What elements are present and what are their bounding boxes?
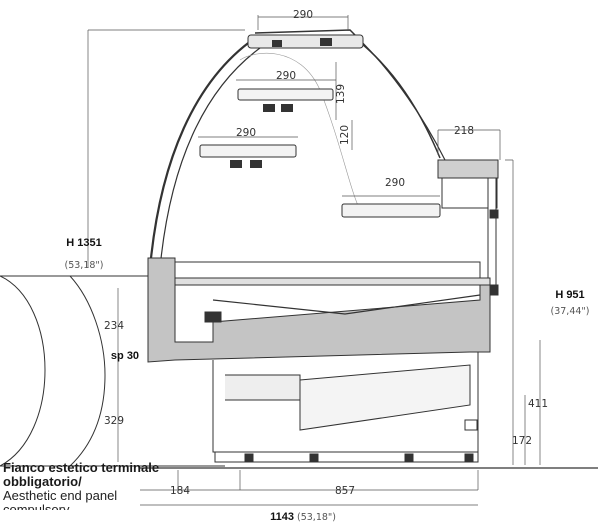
dim-overall-height: H 1351 [66,237,101,249]
dim-rear-top-width: 218 [454,125,474,137]
rear-structure [437,159,499,296]
dim-end-panel-lower: 329 [104,415,124,427]
dim-shelf-upper-width: 290 [276,70,296,82]
shelves [199,34,441,218]
dim-shelf-middle-gap: 120 [339,125,351,145]
dim-end-panel-thickness: sp 30 [111,350,139,362]
note-line-1: Fianco estetico terminale [3,460,160,475]
dim-rear-shelf-width: 290 [385,177,405,189]
dim-inner-depth: 857 [335,485,355,497]
dimension-lines [87,15,541,506]
dim-shelf-upper-gap: 139 [335,84,347,104]
dim-shelf-middle-width: 290 [236,127,256,139]
dim-overall-depth: 1143 [270,511,294,523]
dim-overall-depth-inches: (53,18") [297,512,336,523]
note-line-2: obbligatorio/ [3,474,82,489]
counter-base [140,352,598,469]
end-panel-note: Fianco estetico terminale obbligatorio/ … [3,460,243,511]
dim-top-width: 290 [293,9,313,21]
dim-counter-height: H 951 [555,289,584,301]
dimension-labels: 290 290 139 290 120 218 290 H 1351 (53,1… [65,9,590,523]
dim-panel-depth: 184 [170,485,190,497]
dim-counter-height-inches: (37,44") [551,306,590,317]
shelf-brackets [230,38,332,168]
dim-base-height-a: 411 [528,398,548,410]
dim-end-panel-upper: 234 [104,320,124,332]
dim-base-height-b: 172 [512,435,532,447]
curved-glass [148,29,446,269]
end-panel-silhouette [0,275,225,467]
note-line-4: compulsory [3,503,243,510]
dim-overall-height-inches: (53,18") [65,260,104,271]
note-line-3: Aesthetic end panel [3,488,118,503]
counter-body [147,257,491,363]
